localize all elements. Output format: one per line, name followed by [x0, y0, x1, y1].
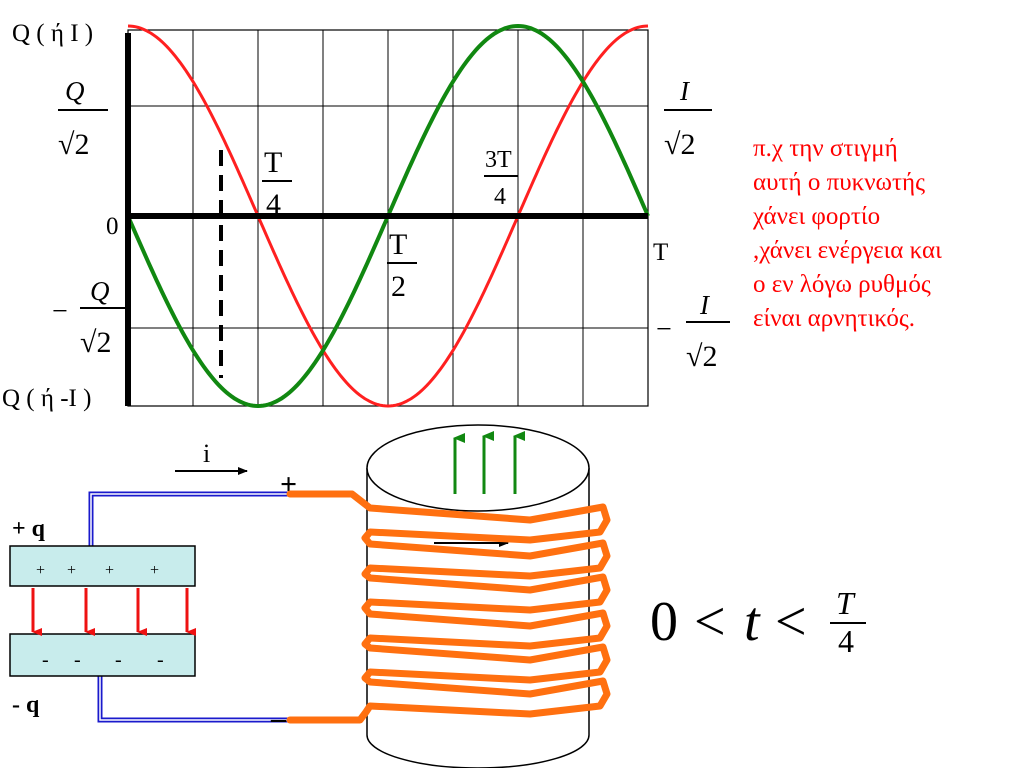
top-wire-highlight [90, 493, 290, 546]
plate-minus-mark-4: - [157, 649, 164, 671]
condition-fraction-denominator: 4 [838, 623, 854, 659]
top-plate-charge-label: + q [12, 516, 46, 542]
note-line-6: είναι αρνητικός. [753, 305, 916, 332]
bottom-wire [97, 676, 290, 723]
svg-text:3T: 3T [485, 147, 512, 173]
plate-plus-mark-3: + [105, 562, 114, 579]
svg-text:Q: Q [90, 276, 110, 306]
note-line-1: π.χ την στιγμή [753, 135, 898, 162]
lc-circuit: + + + + - - - - + q - q i + – [9, 424, 611, 768]
plate-plus-mark-1: + [36, 562, 45, 579]
current-label: i [203, 439, 210, 468]
svg-text:−: − [52, 296, 68, 327]
bottom-plate-charge-label: - q [12, 692, 40, 718]
right-negative-amplitude-label: − I √2 [656, 290, 730, 373]
capacitor-top-plate [9, 545, 196, 587]
condition-lhs: 0 [650, 591, 678, 653]
capacitor-bottom-plate [9, 633, 196, 677]
y-top-label: Q ( ή I ) [12, 20, 93, 47]
svg-text:√2: √2 [686, 340, 717, 373]
svg-text:I: I [699, 290, 711, 320]
terminal-minus: – [270, 702, 287, 735]
coil-wire [286, 490, 611, 724]
note-line-2: αυτή ο πυκνωτής [753, 169, 925, 196]
svg-text:T: T [264, 146, 282, 179]
left-negative-amplitude-label: − Q √2 [52, 276, 128, 359]
plate-plus-mark-2: + [67, 562, 76, 579]
time-condition: 0 < t < T 4 [650, 585, 866, 659]
condition-variable: t [744, 591, 761, 653]
charge-curve [127, 24, 649, 408]
right-positive-amplitude-label: I √2 [664, 76, 712, 161]
svg-text:2: 2 [391, 270, 406, 303]
half-period-label: T 2 [387, 228, 417, 303]
condition-fraction-numerator: T [836, 585, 856, 621]
svg-text:T: T [389, 228, 407, 261]
plate-minus-mark-1: - [42, 649, 49, 671]
bottom-wire-highlight [99, 676, 290, 721]
svg-text:√2: √2 [80, 326, 111, 359]
graph: Q ( ή I ) Q ( ή -I ) 0 T Q √2 − Q √2 I √… [2, 20, 730, 412]
three-quarter-period-label: 3T 4 [484, 147, 518, 210]
zero-label: 0 [106, 213, 119, 240]
coil-windings [286, 490, 611, 724]
solenoid-top-face [366, 424, 590, 512]
note-line-4: ,χάνει ενέργεια και [753, 237, 942, 264]
svg-text:√2: √2 [664, 128, 695, 161]
svg-text:Q: Q [65, 76, 85, 106]
y-bottom-label: Q ( ή -I ) [2, 385, 91, 412]
svg-text:−: − [656, 314, 672, 345]
svg-text:4: 4 [494, 184, 506, 210]
plate-minus-mark-2: - [74, 649, 81, 671]
condition-lt-2: < [775, 591, 807, 653]
explanation-note: π.χ την στιγμή αυτή ο πυκνωτής χάνει φορ… [753, 132, 1015, 336]
note-line-5: ο εν λόγω ρυθμός [753, 271, 931, 298]
svg-text:4: 4 [266, 188, 281, 221]
svg-text:I: I [679, 76, 691, 106]
solenoid [286, 424, 611, 768]
quarter-period-label: T 4 [262, 146, 292, 221]
condition-lt-1: < [694, 591, 726, 653]
top-wire [88, 491, 290, 546]
note-line-3: χάνει φορτίο [753, 203, 881, 230]
plate-minus-mark-3: - [115, 649, 122, 671]
t-end-label: T [653, 239, 668, 266]
svg-text:√2: √2 [58, 128, 89, 161]
plate-plus-mark-4: + [150, 562, 159, 579]
left-positive-amplitude-label: Q √2 [58, 76, 108, 161]
